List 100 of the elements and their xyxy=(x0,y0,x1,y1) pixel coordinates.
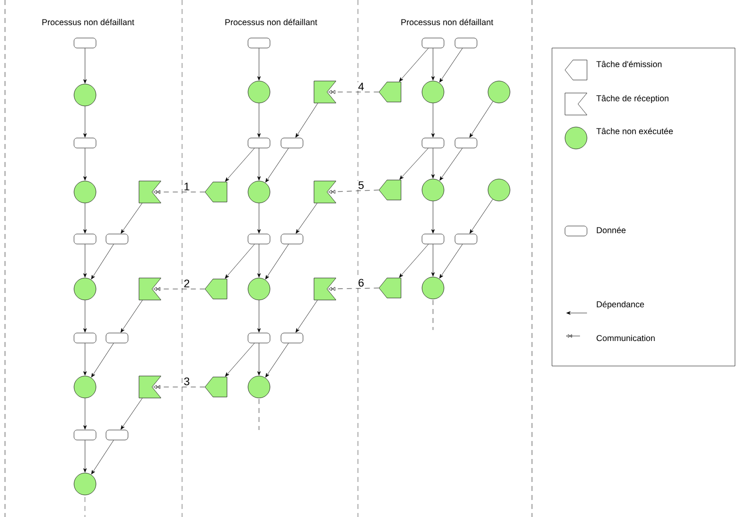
reception-task xyxy=(138,376,162,398)
task-circle xyxy=(422,276,444,300)
task-circle xyxy=(74,84,96,106)
dependency-arrow xyxy=(296,300,318,333)
task-circle xyxy=(74,180,96,204)
dependency-arrow xyxy=(91,244,114,280)
emission-task xyxy=(378,180,402,200)
dependency-arrow xyxy=(439,48,463,82)
data-box xyxy=(280,138,304,148)
task-circle xyxy=(488,80,510,104)
dependency-arrow xyxy=(296,203,318,234)
dependency-arrow xyxy=(83,343,87,376)
communication-arrow xyxy=(153,190,205,194)
task-circle xyxy=(248,376,270,398)
dependency-arrow xyxy=(399,48,429,82)
emission-task xyxy=(204,376,228,398)
dependency-arrow xyxy=(83,203,87,234)
task-circle xyxy=(422,178,444,202)
legend-label: Tâche de réception xyxy=(596,95,668,103)
data-box xyxy=(422,38,444,48)
dependency-arrow xyxy=(83,398,87,430)
task-circle xyxy=(422,80,444,104)
dependency-arrow xyxy=(257,203,261,234)
dependency-arrow xyxy=(470,199,493,234)
data-box xyxy=(422,138,444,148)
task-circle xyxy=(488,178,510,202)
data-box xyxy=(74,138,96,148)
data-box xyxy=(248,332,270,344)
data-box xyxy=(106,234,128,244)
data-box xyxy=(280,234,304,244)
legend-label: Dépendance xyxy=(596,300,644,309)
legend-label: Tâche d'émission xyxy=(596,60,662,68)
data-box xyxy=(454,234,478,244)
dependency-arrow xyxy=(265,343,289,378)
dependency-arrow xyxy=(83,440,87,472)
reception-task xyxy=(314,180,336,204)
communication-arrow xyxy=(153,287,205,291)
reception-task xyxy=(314,278,336,300)
data-box xyxy=(454,38,478,48)
lane-header: Processus non défaillant xyxy=(400,18,494,26)
emission-task xyxy=(204,278,228,300)
dependency-arrow xyxy=(225,148,255,182)
communication-arrow xyxy=(328,286,379,291)
dependency-arrow xyxy=(399,244,429,278)
dependency-arrow xyxy=(265,244,289,280)
dependency-arrow xyxy=(83,106,87,138)
lane-header: Processus non défaillant xyxy=(40,18,136,26)
legend-label: Tâche non exécutée xyxy=(596,128,673,134)
dependency-arrow xyxy=(431,48,435,80)
data-box xyxy=(74,332,96,344)
reception-task xyxy=(138,180,162,204)
edge-label: 2 xyxy=(183,279,190,288)
dependency-arrow xyxy=(83,48,87,84)
reception-task xyxy=(314,80,336,104)
dependency-arrow xyxy=(257,103,261,138)
dependency-arrow xyxy=(83,300,87,332)
lane-header: Processus non défaillant xyxy=(224,18,318,26)
emission-task xyxy=(378,82,402,102)
task-circle xyxy=(248,180,270,204)
data-box xyxy=(248,38,270,48)
task-circle xyxy=(248,80,270,104)
data-box xyxy=(422,234,444,244)
legend-label: Communication xyxy=(596,334,655,342)
dependency-arrow xyxy=(83,148,87,180)
dependency-arrow xyxy=(257,48,261,80)
data-box xyxy=(74,430,96,440)
task-circle xyxy=(74,472,96,496)
edge-label: 6 xyxy=(358,278,365,288)
task-circle xyxy=(74,376,96,398)
emission-task xyxy=(204,182,228,202)
emission-task xyxy=(378,278,402,298)
dependency-arrow xyxy=(120,300,143,333)
data-box xyxy=(248,234,270,244)
dependency-arrow xyxy=(431,148,435,178)
data-box xyxy=(280,332,304,344)
dependency-arrow xyxy=(439,244,463,278)
task-circle xyxy=(248,278,270,300)
dependency-arrow xyxy=(257,300,261,332)
dependency-arrow xyxy=(257,343,261,376)
task-circle xyxy=(74,278,96,300)
dependency-arrow xyxy=(91,440,114,474)
dependency-arrow xyxy=(469,101,494,138)
edge-label: 1 xyxy=(183,182,190,191)
dependency-arrow xyxy=(225,343,255,377)
dependency-arrow xyxy=(265,148,289,182)
dependency-arrow xyxy=(431,244,435,276)
dependency-arrow xyxy=(295,103,318,138)
dependency-arrow xyxy=(120,398,142,430)
edge-label: 3 xyxy=(183,377,190,386)
data-box xyxy=(106,332,128,344)
dependency-arrow xyxy=(431,201,435,234)
dependency-arrow xyxy=(120,203,142,234)
data-box xyxy=(106,430,128,440)
data-box xyxy=(74,234,96,244)
data-box xyxy=(454,138,478,148)
dependency-arrow xyxy=(400,148,428,180)
edge-label: 4 xyxy=(358,82,365,91)
communication-arrow xyxy=(328,190,379,194)
dependency-arrow xyxy=(431,103,435,138)
reception-task xyxy=(138,278,162,300)
